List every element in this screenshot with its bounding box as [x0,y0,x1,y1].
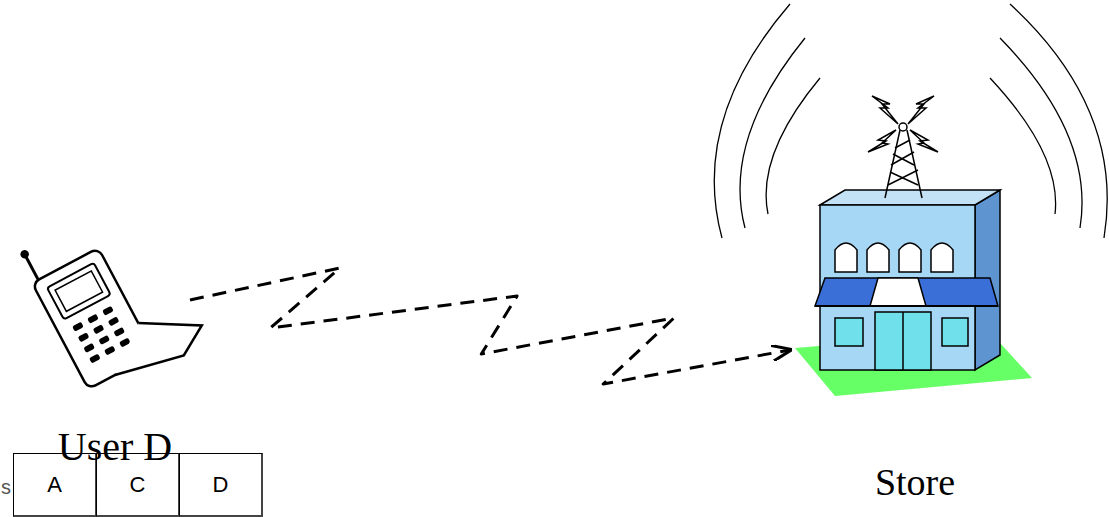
table-cell: D [179,453,263,517]
wireless-link [190,268,790,384]
user-phone: User D [40,235,190,470]
node-label: User D [58,424,172,470]
node-label: Store [875,461,955,505]
radio-waves [714,4,1107,238]
store-building [795,190,1032,396]
antenna-tower [868,96,938,198]
store-node: Store [790,85,1040,505]
mobile-phone [17,194,210,402]
stray-letter: s [1,476,11,499]
